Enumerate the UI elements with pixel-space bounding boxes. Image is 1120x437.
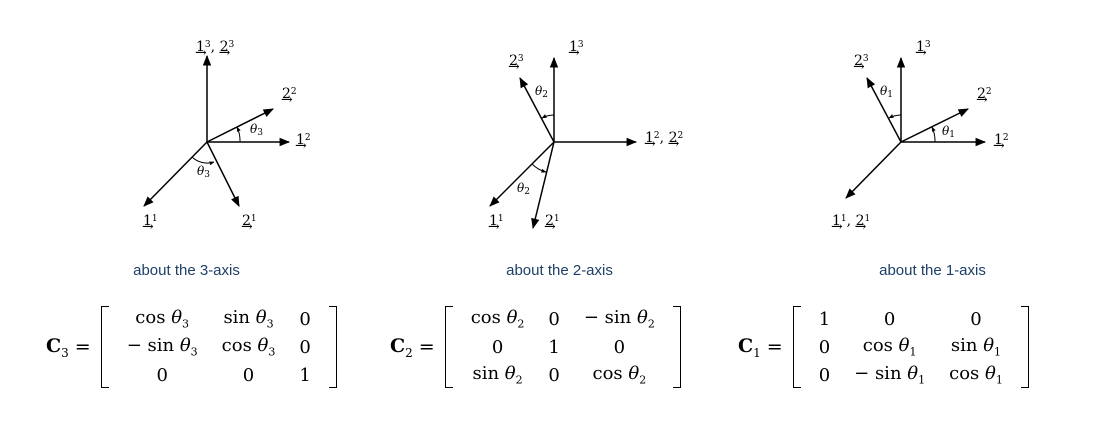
label-right: 12, 22 <box>644 131 683 151</box>
matrix-cell: 0 <box>299 336 311 358</box>
axis-2-1 <box>531 141 555 230</box>
label-bottom-left: 11, 21 <box>831 214 870 234</box>
matrix-cell: 1 <box>548 336 560 358</box>
matrix-cell: 0 <box>548 364 560 386</box>
matrix-row: sin θ2 0 cos θ2 <box>459 361 667 389</box>
matrix-cell: 0 <box>883 308 896 330</box>
matrix-row: 0 0 1 <box>115 361 323 389</box>
matrix-row: cos θ2 0 − sin θ2 <box>459 305 667 333</box>
matrix-row: cos θ3 sin θ3 0 <box>115 305 323 333</box>
matrix-cell: − sin θ2 <box>583 307 655 331</box>
bracket-right <box>672 306 681 388</box>
panel-2-axis: 23 13 12, 22 11 21 θ2 θ2 about the 2-axi… <box>373 0 746 437</box>
bracket-left <box>100 306 109 388</box>
matrix-row: 1 0 0 <box>807 305 1015 333</box>
matrix-cell: 0 <box>818 336 831 358</box>
panel-1-axis: 23 13 22 12 11, 21 θ1 θ1 about the 1-axi… <box>746 0 1119 437</box>
matrix-row: − sin θ3 cos θ3 0 <box>115 333 323 361</box>
matrix-name: C2 <box>390 334 413 360</box>
panel-3-axis: 13, 23 22 12 11 21 θ3 θ3 about the 3-axi… <box>0 0 373 437</box>
label-right-upper: 22 <box>976 87 992 107</box>
equals-sign: = <box>418 336 435 358</box>
axis-1-1 <box>845 141 902 199</box>
matrix-cell: − sin θ1 <box>854 363 926 387</box>
matrix-cell: 0 <box>548 308 560 330</box>
matrix-cell: 1 <box>818 308 831 330</box>
bracket-right <box>1020 306 1029 388</box>
matrix-cell: 0 <box>491 336 504 358</box>
equation-c1: C1 = 1 0 0 0 cos θ1 sin θ1 0 − sin θ1 cos θ1 <box>738 302 1029 392</box>
matrix-cell: 0 <box>242 364 255 386</box>
matrix-cell: cos θ3 <box>221 335 276 359</box>
rotation-matrix-c3: cos θ3 sin θ3 0 − sin θ3 cos θ3 0 0 0 1 <box>115 305 323 389</box>
matrix-name: C3 <box>46 334 69 360</box>
angle-label-upper: θ1 <box>880 84 893 100</box>
angle-arc-right <box>931 126 936 143</box>
equation-c3: C3 = cos θ3 sin θ3 0 − sin θ3 cos θ3 0 0 0 1 <box>46 302 337 392</box>
matrix-cell: cos θ1 <box>949 363 1003 387</box>
axis-2-3 <box>519 77 555 143</box>
label-upper-left: 23 <box>853 54 869 74</box>
axis-2-3 <box>866 77 902 143</box>
matrix-cell: 0 <box>613 336 626 358</box>
label-right-upper: 22 <box>281 87 297 107</box>
label-right: 12 <box>295 133 311 153</box>
matrix-cell: 0 <box>156 364 168 386</box>
axis-2-2 <box>900 108 969 143</box>
label-bottom-right: 21 <box>544 214 560 234</box>
axis-2-1 <box>206 141 240 207</box>
label-bottom-left: 11 <box>488 214 504 234</box>
axis-2-2 <box>206 108 274 143</box>
bracket-right <box>328 306 337 388</box>
angle-arc-upper <box>888 114 902 119</box>
caption-1-axis: about the 1-axis <box>879 262 986 279</box>
rotation-matrix-c2: cos θ2 0 − sin θ2 0 1 0 sin θ2 0 cos θ2 <box>459 305 667 389</box>
axis-1-1 <box>143 141 208 207</box>
caption-2-axis: about the 2-axis <box>506 262 613 279</box>
angle-label-lower: θ2 <box>517 181 530 197</box>
bracket-left <box>792 306 801 388</box>
angle-label-upper: θ2 <box>535 84 548 100</box>
matrix-cell: cos θ1 <box>862 335 917 359</box>
matrix-row: 0 − sin θ1 cos θ1 <box>807 361 1015 389</box>
angle-arc-lower <box>191 156 215 166</box>
axis-1-1 <box>489 141 555 207</box>
rotation-matrix-c1: 1 0 0 0 cos θ1 sin θ1 0 − sin θ1 cos θ1 <box>807 305 1015 389</box>
diagram-3-axis <box>143 54 291 207</box>
label-upper-left: 23 <box>508 54 524 74</box>
matrix-cell: cos θ2 <box>470 307 525 331</box>
matrix-name: C1 <box>738 334 761 360</box>
matrix-cell: sin θ2 <box>472 363 523 387</box>
matrix-cell: sin θ3 <box>223 307 274 331</box>
matrix-cell: cos θ2 <box>592 363 647 387</box>
matrix-cell: 1 <box>299 364 311 386</box>
label-top: 13 <box>915 40 931 60</box>
equation-c2: C2 = cos θ2 0 − sin θ2 0 1 0 sin θ2 0 cos θ2 <box>390 302 681 392</box>
angle-arc-upper <box>541 114 555 119</box>
label-bottom-right: 21 <box>241 214 257 234</box>
matrix-cell: 0 <box>818 364 831 386</box>
matrix-cell: 0 <box>299 308 311 330</box>
label-top: 13, 23 <box>195 40 234 60</box>
equals-sign: = <box>766 336 783 358</box>
diagram-2-axis <box>489 56 638 230</box>
equals-sign: = <box>74 336 91 358</box>
angle-label-right: θ1 <box>942 124 955 140</box>
label-top: 13 <box>568 40 584 60</box>
angle-label-lower: θ3 <box>197 164 210 180</box>
label-right: 12 <box>993 133 1009 153</box>
matrix-row: 0 1 0 <box>459 333 667 361</box>
matrix-cell: sin θ1 <box>950 335 1002 359</box>
angle-arc-upper <box>236 126 241 143</box>
matrix-cell: − sin θ3 <box>126 335 198 359</box>
bracket-left <box>444 306 453 388</box>
angle-label-upper: θ3 <box>250 122 263 138</box>
matrix-cell: 0 <box>970 308 982 330</box>
matrix-cell: cos θ3 <box>135 307 190 331</box>
diagram-1-axis <box>845 56 987 199</box>
caption-3-axis: about the 3-axis <box>133 262 240 279</box>
angle-arc-lower <box>531 163 547 173</box>
matrix-row: 0 cos θ1 sin θ1 <box>807 333 1015 361</box>
label-bottom-left: 11 <box>142 214 158 234</box>
